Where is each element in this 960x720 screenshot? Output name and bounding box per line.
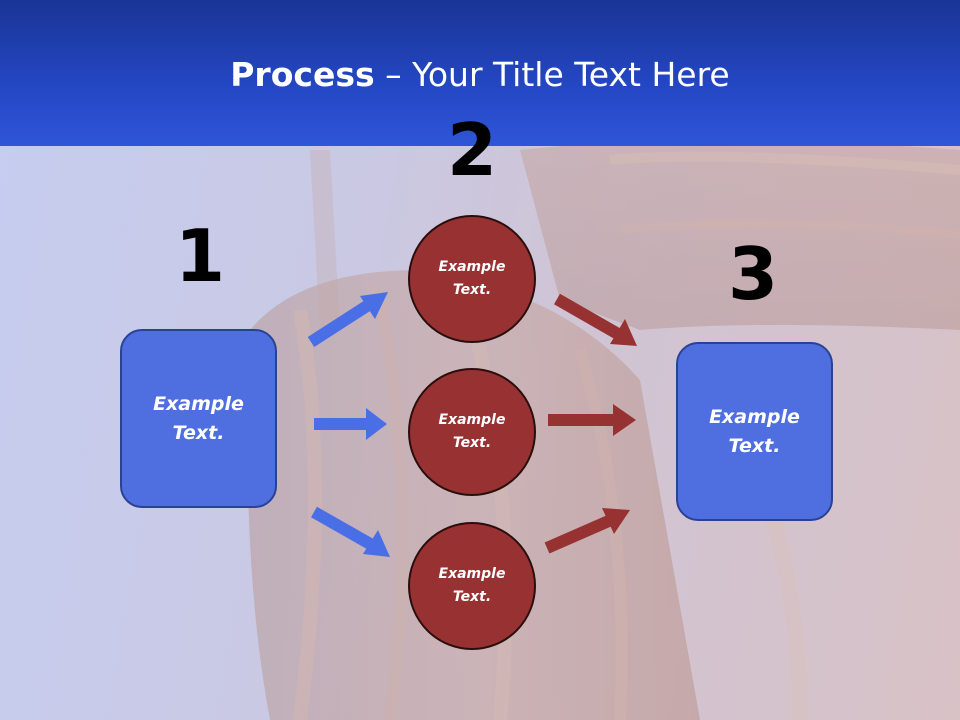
left-box-text: Example Text. (153, 392, 244, 444)
blue-arrow-up (307, 292, 388, 348)
step-number-3: 3 (727, 232, 779, 316)
step-number-2: 2 (446, 108, 498, 192)
title-bar (0, 0, 960, 146)
blue-arrow-right (314, 408, 387, 440)
circle-top: Example Text. (408, 215, 536, 343)
red-arrow-down (554, 293, 637, 346)
right-box-text: Example Text. (709, 405, 800, 457)
left-box: Example Text. (120, 329, 277, 508)
right-box: Example Text. (676, 342, 833, 521)
red-arrow-right (548, 404, 636, 436)
title-bold-part: Process (230, 55, 375, 94)
red-arrow-up (544, 508, 630, 554)
circle-top-text: Example Text. (438, 259, 506, 298)
circle-middle: Example Text. (408, 368, 536, 496)
blue-arrow-down (311, 506, 390, 557)
circle-bottom: Example Text. (408, 522, 536, 650)
slide-title: Process – Your Title Text Here (0, 52, 960, 98)
circle-bottom-text: Example Text. (438, 566, 506, 605)
circle-middle-text: Example Text. (438, 412, 506, 451)
step-number-1: 1 (174, 214, 226, 298)
title-rest-part: – Your Title Text Here (374, 55, 730, 94)
